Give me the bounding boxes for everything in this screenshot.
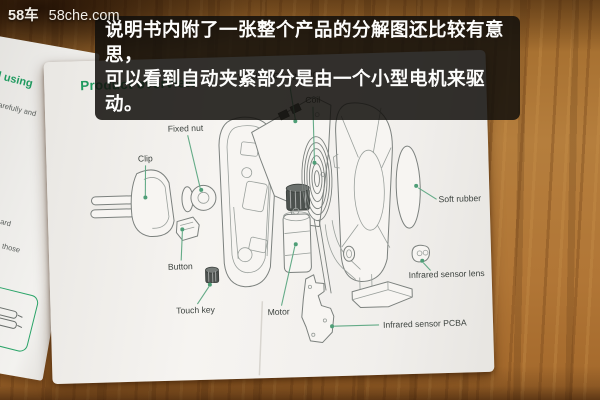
caption-line-1: 说明书内附了一张整个产品的分解图还比较有意思， [105,19,505,65]
page-crease [258,301,264,376]
label-button: Button [168,261,193,272]
back-housing-drawing [332,102,393,282]
touch-key-drawing [205,266,220,284]
caption-line-2: 可以看到自动夹紧部分是由一个小型电机来驱动。 [105,68,486,114]
button-drawing [175,216,200,241]
label-clip: Clip [138,153,153,163]
left-page-text-fragment: ard [0,217,13,229]
left-page-text-fragment: carefully and [0,99,38,119]
left-page-heading-fragment: nd using [0,67,34,91]
infrared-sensor-lens-drawing [411,244,430,263]
left-page-text-fragment: those [1,241,22,255]
motor-drawing [282,207,312,273]
left-page-figure-box [0,285,40,354]
label-touch-key: Touch key [176,305,216,316]
label-fixed-nut: Fixed nut [168,123,204,134]
left-booklet-page: nd using carefully and ct. ard those or [0,27,100,381]
left-page-text-fragment: ct. [0,110,2,121]
fixed-nut-drawing [181,184,217,213]
leader-lines [143,82,437,329]
label-infrared-sensor-pcba: Infrared sensor PCBA [383,318,467,330]
watermark-brand: 58车 [8,8,39,24]
clip-drawing [90,169,175,237]
watermark: 58车 58che.com [8,4,120,25]
arm-foot-drawing [324,220,413,308]
watermark-site: 58che.com [48,8,120,24]
label-motor: Motor [268,306,290,317]
battery-figure-icon [0,306,23,329]
label-infrared-sensor-lens: Infrared sensor lens [409,268,485,280]
caption-overlay: 说明书内附了一张整个产品的分解图还比较有意思， 可以看到自动夹紧部分是由一个小型… [95,16,520,120]
label-soft-rubber: Soft rubber [438,193,481,204]
coil-drawing [301,136,333,294]
soft-rubber-drawing [395,145,421,229]
infrared-sensor-pcba-drawing [301,274,335,344]
